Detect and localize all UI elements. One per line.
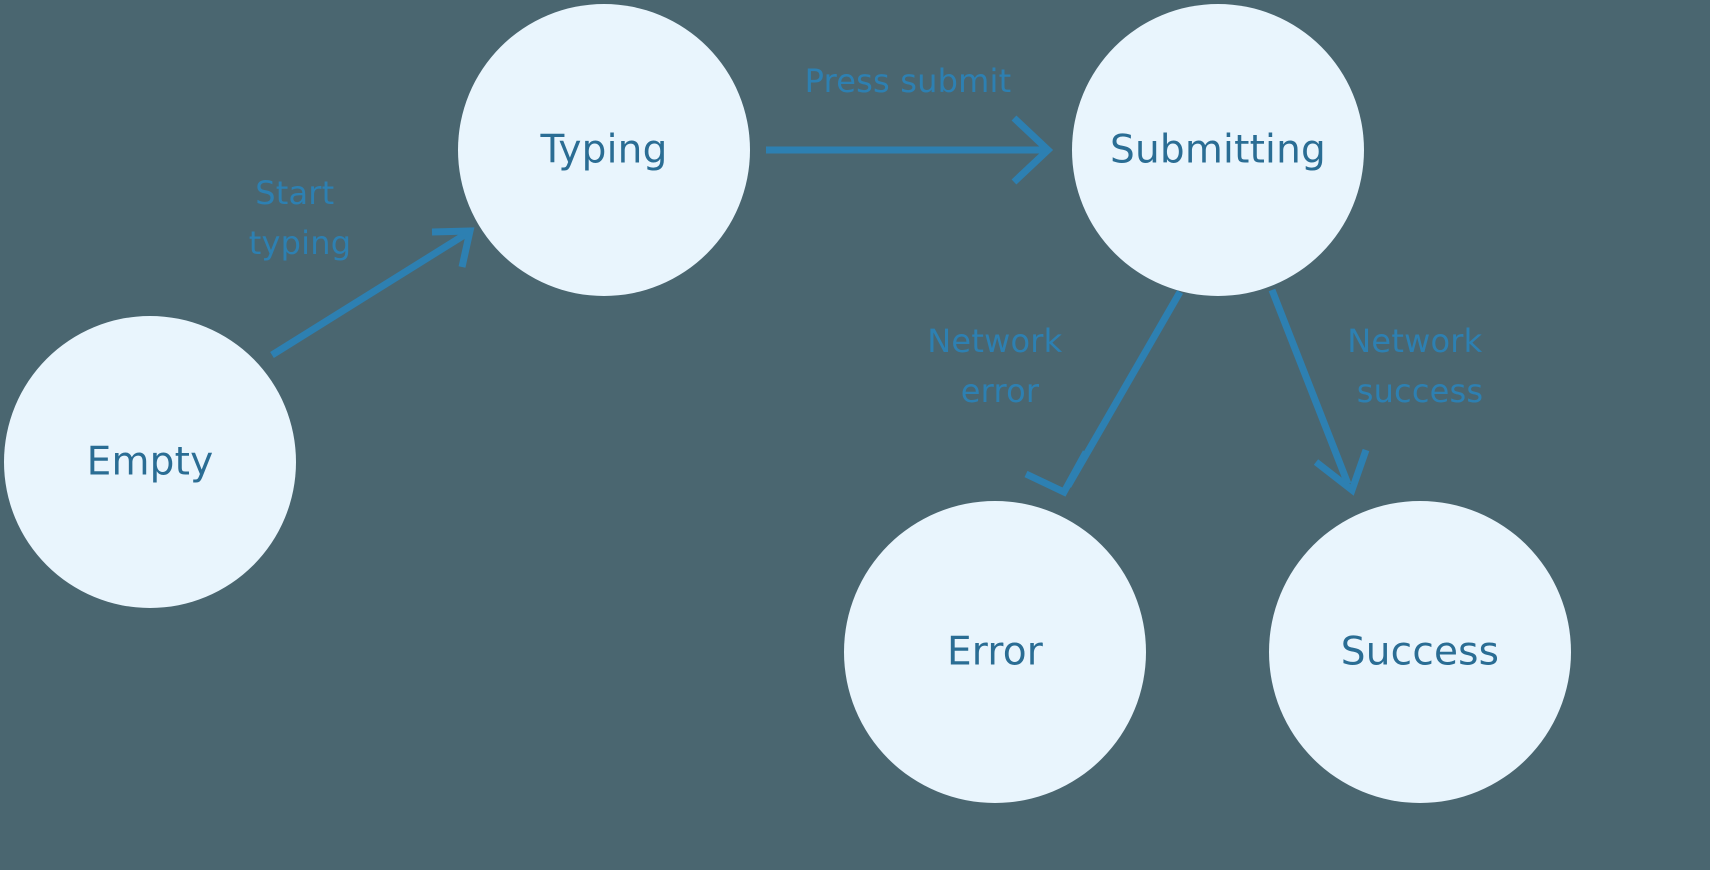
state-node-typing-circle[interactable] <box>458 4 750 296</box>
edge-typing-to-submitting-arrowhead <box>1011 115 1054 185</box>
edge-empty-to-typing-arrowhead <box>431 227 475 268</box>
state-node-submitting-label: Submitting <box>1110 128 1326 173</box>
state-node-empty-label: Empty <box>87 440 214 485</box>
edge-submitting-to-success-arrowhead <box>1313 448 1370 496</box>
edge-typing-to-submitting-label: Press submit <box>805 62 1012 100</box>
edge-submitting-to-success-line <box>1268 288 1352 486</box>
edge-submitting-to-success: Network success <box>1268 288 1492 496</box>
state-node-typing-label: Typing <box>539 128 667 173</box>
state-node-submitting-circle[interactable] <box>1072 4 1364 296</box>
edge-submitting-to-error: Network error <box>927 290 1184 497</box>
state-node-submitting[interactable]: Submitting <box>1072 4 1364 296</box>
state-node-success-circle[interactable] <box>1269 501 1571 803</box>
state-node-empty-circle[interactable] <box>4 316 296 608</box>
state-node-error[interactable]: Error <box>844 501 1146 803</box>
state-node-success[interactable]: Success <box>1269 501 1571 803</box>
edge-submitting-to-error-label: Network error <box>927 322 1072 410</box>
edge-typing-to-submitting: Press submit <box>766 62 1054 185</box>
state-node-success-label: Success <box>1341 630 1499 675</box>
state-node-typing[interactable]: Typing <box>458 4 750 296</box>
state-node-empty[interactable]: Empty <box>4 316 296 608</box>
state-node-error-label: Error <box>947 630 1044 675</box>
edge-empty-to-typing-line <box>270 231 468 358</box>
edge-submitting-to-error-arrowhead <box>1024 450 1090 497</box>
state-node-error-circle[interactable] <box>844 501 1146 803</box>
edge-submitting-to-success-label: Network success <box>1347 322 1492 410</box>
edge-empty-to-typing-label: Start typing <box>249 174 351 262</box>
edge-empty-to-typing: Start typing <box>249 174 475 358</box>
